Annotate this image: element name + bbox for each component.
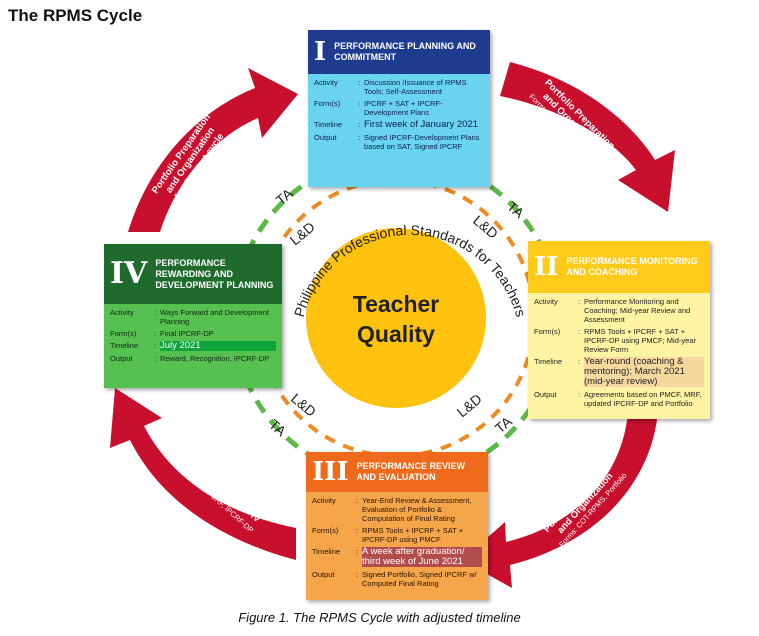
phase-3-forms-row: Form(s):RPMS Tools + IPCRF + SAT + IPCRF…	[312, 526, 482, 544]
phase-3-numeral: III	[312, 457, 349, 487]
phase-4-numeral: IV	[110, 256, 148, 291]
phase-4-header: IV Performance Rewarding and Development…	[104, 244, 282, 304]
colon: :	[577, 357, 581, 366]
ld-label-top-right: L&D	[470, 212, 501, 242]
phase-1-output-row: Output:Signed IPCRF-Development Plans ba…	[314, 133, 484, 151]
arrow-bottom-right: Portfolio Preparation and Organization F…	[462, 412, 658, 588]
phase-2-title: Performance Monitoring and Coaching	[566, 256, 698, 277]
phase-2-activity-row: Activity:Performance Monitoring and Coac…	[534, 297, 704, 324]
timeline-label: Timeline	[314, 120, 343, 129]
ld-label-top-left: L&D	[287, 219, 318, 249]
phase-4-output: Reward, Recognition, IPCRF-DP	[160, 354, 270, 363]
colon: :	[355, 547, 359, 556]
ta-label-top-right: TA	[504, 198, 528, 222]
colon: :	[355, 496, 359, 505]
phase-3-forms: RPMS Tools + IPCRF + SAT + IPCRF-DP usin…	[362, 526, 464, 544]
forms-label: Form(s)	[534, 327, 561, 336]
phase-4-title: Performance Rewarding and Development Pl…	[155, 257, 274, 290]
phase-3-output: Signed Portfolio, Signed IPCRF w/ Comput…	[362, 570, 477, 588]
phase-3-timeline: A week after graduation/ third week of J…	[362, 547, 482, 567]
phase-2-timeline: Year-round (coaching & mentoring); March…	[584, 357, 704, 387]
colon: :	[577, 297, 581, 306]
forms-label: Form(s)	[312, 526, 339, 535]
phase-1-card: I Performance Planning and Commitment Ac…	[308, 30, 490, 187]
phase-1-timeline: First week of January 2021	[364, 119, 479, 130]
phase-3-title: Performance Review and Evaluation	[356, 461, 466, 482]
colon: :	[357, 99, 361, 108]
timeline-label: Timeline	[110, 341, 139, 350]
arrow-top-right: Portfolio Preparation and Organization F…	[500, 62, 675, 212]
ta-label-top-left: TA	[273, 185, 297, 209]
phase-3-timeline-row: Timeline:A week after graduation/ third …	[312, 547, 482, 567]
phase-3-output-row: Output:Signed Portfolio, Signed IPCRF w/…	[312, 570, 482, 588]
colon: :	[577, 390, 581, 399]
phase-2-timeline-row: Timeline:Year-round (coaching & mentorin…	[534, 357, 704, 387]
colon: :	[355, 526, 359, 535]
phase-4-card: IV Performance Rewarding and Development…	[104, 244, 282, 388]
phase-1-title: Performance Planning and Commitment	[334, 41, 476, 62]
colon: :	[357, 78, 361, 87]
colon: :	[357, 120, 361, 129]
activity-label: Activity	[534, 297, 558, 306]
colon: :	[153, 341, 157, 350]
timeline-label: Timeline	[534, 357, 563, 366]
forms-label: Form(s)	[110, 329, 137, 338]
phase-2-output: Agreements based on PMCF, MRF, updated I…	[584, 390, 702, 408]
activity-label: Activity	[110, 308, 134, 317]
colon: :	[577, 327, 581, 336]
forms-label: Form(s)	[314, 99, 341, 108]
timeline-label: Timeline	[312, 547, 341, 556]
phase-4-activity: Ways Forward and Development Planning	[160, 308, 269, 326]
phase-2-numeral: II	[534, 252, 559, 282]
phase-4-activity-row: Activity:Ways Forward and Development Pl…	[110, 308, 276, 326]
center-text-line1: Teacher	[353, 291, 440, 317]
output-label: Output	[534, 390, 557, 399]
phase-4-timeline-row: Timeline:July 2021	[110, 341, 276, 351]
activity-label: Activity	[312, 496, 336, 505]
phase-2-forms: RPMS Tools + IPCRF + SAT + IPCRF-DP usin…	[584, 327, 696, 354]
phase-1-header: I Performance Planning and Commitment	[308, 30, 490, 74]
phase-1-forms-row: Form(s):IPCRF + SAT + IPCRF-Development …	[314, 99, 484, 117]
phase-4-timeline: July 2021	[160, 341, 276, 351]
colon: :	[153, 308, 157, 317]
page-title: The RPMS Cycle	[8, 6, 143, 25]
output-label: Output	[312, 570, 335, 579]
ld-label-bottom-right: L&D	[454, 391, 485, 421]
phase-1-numeral: I	[314, 37, 327, 67]
phase-1-forms: IPCRF + SAT + IPCRF-Development Plans	[364, 99, 443, 117]
phase-3-header: III Performance Review and Evaluation	[306, 452, 488, 492]
phase-1-output: Signed IPCRF-Development Plans based on …	[364, 133, 480, 151]
phase-1-timeline-row: Timeline:First week of January 2021	[314, 120, 484, 130]
center-text-line2: Quality	[357, 321, 435, 347]
colon: :	[355, 570, 359, 579]
output-label: Output	[110, 354, 133, 363]
phase-2-activity: Performance Monitoring and Coaching; Mid…	[584, 297, 691, 324]
phase-4-forms-row: Form(s):Final IPCRF-DP	[110, 329, 276, 338]
figure-caption: Figure 1. The RPMS Cycle with adjusted t…	[238, 610, 521, 625]
phase-3-activity-row: Activity:Year-End Review & Assessment, E…	[312, 496, 482, 523]
phase-1-activity-row: Activity:Discussion /Issuance of RPMS To…	[314, 78, 484, 96]
ta-label-bottom-left: TA	[266, 416, 290, 440]
output-label: Output	[314, 133, 337, 142]
phase-3-activity: Year-End Review & Assessment, Evaluation…	[362, 496, 472, 523]
phase-2-header: II Performance Monitoring and Coaching	[528, 241, 710, 293]
phase-4-output-row: Output:Reward, Recognition, IPCRF-DP	[110, 354, 276, 363]
arrow-top-left: Portfolio Preparation and Organization f…	[128, 68, 298, 232]
phase-2-card: II Performance Monitoring and Coaching A…	[528, 241, 710, 419]
arrow-bottom-left: Preparation for Phase IV Tools: Portfoli…	[110, 388, 296, 560]
phase-1-activity: Discussion /Issuance of RPMS Tools; Self…	[364, 78, 467, 96]
phase-2-forms-row: Form(s):RPMS Tools + IPCRF + SAT + IPCRF…	[534, 327, 704, 354]
activity-label: Activity	[314, 78, 338, 87]
colon: :	[357, 133, 361, 142]
phase-2-output-row: Output:Agreements based on PMCF, MRF, up…	[534, 390, 704, 408]
colon: :	[153, 329, 157, 338]
colon: :	[153, 354, 157, 363]
ld-label-bottom-left: L&D	[288, 390, 319, 420]
phase-4-forms: Final IPCRF-DP	[160, 329, 214, 338]
phase-3-card: III Performance Review and Evaluation Ac…	[306, 452, 488, 600]
teacher-quality-circle	[306, 228, 486, 408]
